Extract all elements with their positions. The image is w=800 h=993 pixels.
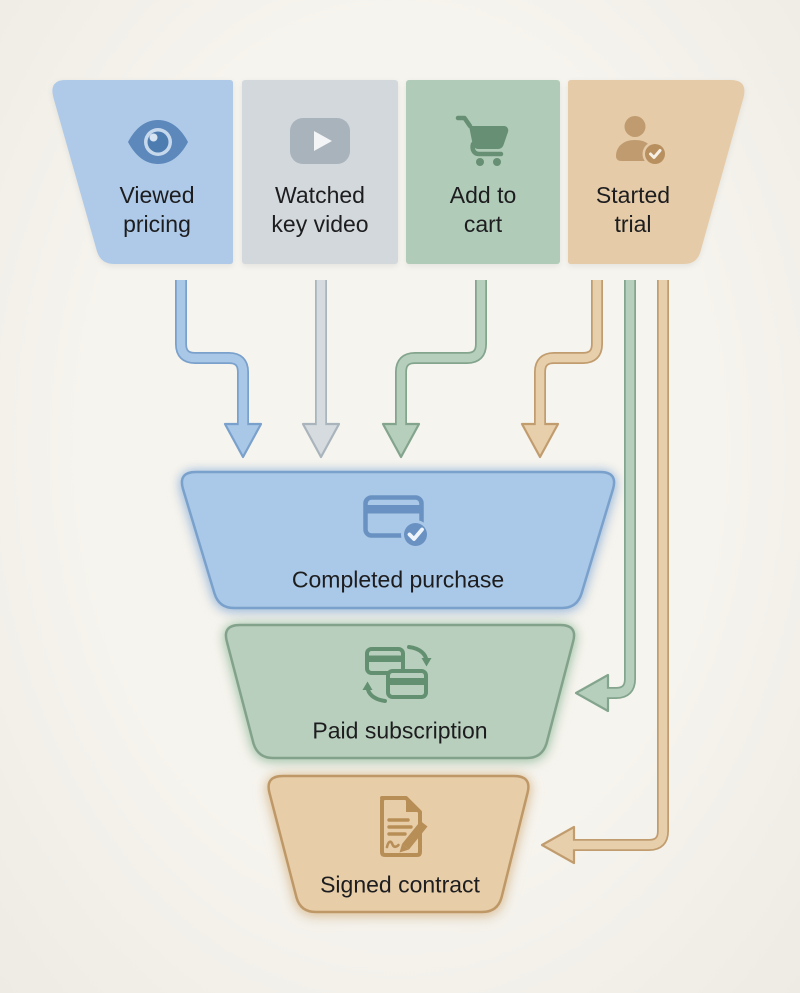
person-head [624, 116, 646, 137]
funnel-label-signed-contract: Signed contract [320, 871, 480, 898]
card-recurring-icon [362, 645, 432, 703]
stage-shape-add-to-cart [406, 80, 560, 264]
eye-pupil [147, 131, 169, 153]
front-card-stripe [388, 678, 426, 685]
eye-icon [128, 120, 188, 164]
person-badge-check [649, 149, 662, 159]
stage-label-viewed-pricing: Viewed pricing [119, 181, 194, 239]
play-triangle [314, 131, 332, 151]
arrow-started-trial-to-paid-subscription [574, 280, 636, 713]
cart-rail [470, 141, 504, 157]
cart-wheel-right [493, 158, 501, 166]
arrow-shaft-fill [396, 280, 486, 433]
arrow-shaft-outline [534, 280, 603, 425]
document-pen-icon [380, 796, 428, 857]
funnel-shape-completed-purchase [180, 470, 616, 610]
stage-label-started-trial: Started trial [596, 181, 670, 239]
card-badge-check [407, 527, 424, 541]
shopping-cart-icon [455, 115, 509, 166]
stage-label-line: Started [595, 182, 671, 208]
card-check-icon [363, 495, 430, 549]
cart-basket [469, 126, 509, 149]
stage-label-line: cart [463, 211, 503, 237]
document-page [380, 796, 422, 857]
arrow-shaft-fill [535, 280, 602, 433]
document-fold [406, 798, 420, 812]
cart-wheel-left [476, 158, 484, 166]
pen-nib [399, 844, 409, 853]
person-badge [645, 144, 665, 164]
cycle-arrowhead-bottom [362, 681, 373, 690]
stage-label-line: Watched [275, 182, 365, 208]
arrow-started-trial-to-signed-contract [540, 280, 669, 865]
arrow-shaft-outline [395, 280, 487, 425]
person-check-icon [616, 116, 668, 167]
cycle-arrowhead-top [421, 658, 432, 667]
signature-squiggle [385, 840, 400, 849]
stage-label-add-to-cart: Add to cart [450, 181, 517, 239]
arrow-add-to-cart-to-completed-purchase [381, 280, 487, 459]
stage-label-line: pricing [123, 211, 191, 237]
arrow-viewed-pricing-to-completed-purchase [175, 280, 263, 459]
arrow-watched-key-video-to-completed-purchase [301, 280, 341, 459]
funnel-label-completed-purchase: Completed purchase [291, 566, 505, 593]
back-card-stripe [367, 655, 403, 662]
stage-label-line: Viewed [119, 182, 195, 208]
stage-shape-watched-key-video [242, 80, 398, 264]
arrow-shaft-fill [565, 280, 668, 850]
arrow-shaft-outline [175, 280, 249, 425]
document-lines [387, 818, 413, 836]
card-outline [363, 495, 424, 538]
funnel-label-paid-subscription: Paid subscription [312, 717, 488, 744]
video-play-icon [290, 118, 350, 164]
stage-shape-viewed-pricing [52, 80, 234, 264]
arrow-shaft-fill [599, 280, 635, 698]
stage-shape-started-trial [568, 80, 745, 264]
pen-body [402, 821, 428, 850]
arrow-started-trial-to-completed-purchase [520, 280, 603, 459]
stage-label-line: Add to [449, 182, 517, 208]
card-stripe [365, 505, 422, 514]
stage-label-line: key video [271, 211, 369, 237]
stage-label-watched-key-video: Watched key video [271, 181, 368, 239]
stage-label-line: trial [614, 211, 652, 237]
arrow-shaft-fill [176, 280, 248, 433]
cart-handle [455, 115, 473, 129]
eye-highlight [149, 133, 158, 142]
